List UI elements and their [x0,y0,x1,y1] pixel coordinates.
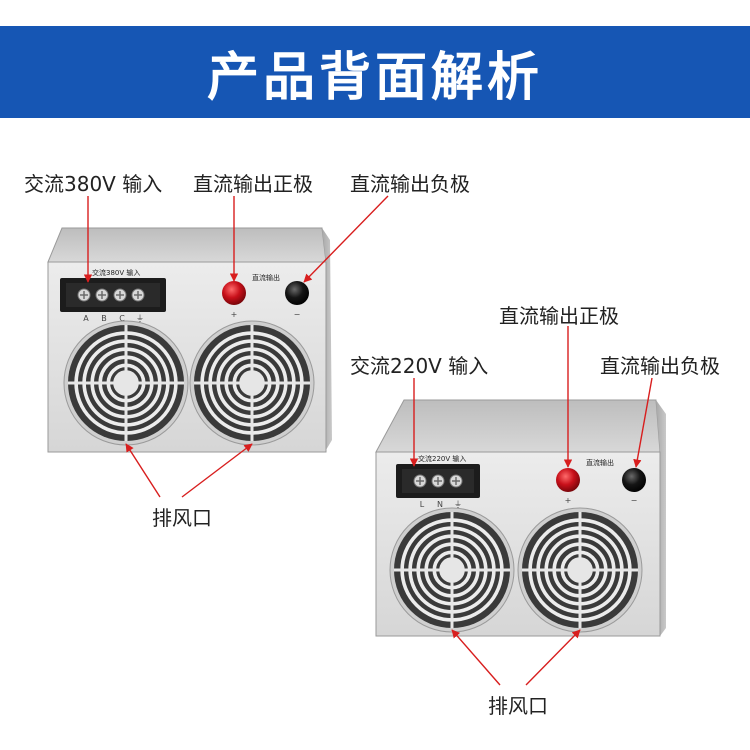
device-380-fan-right [189,320,315,446]
callout-220-exhaust-line-right [525,629,581,686]
callout-220-exhaust-line-left [451,629,501,686]
device-220-negative-knob [622,468,646,492]
device-220-minus-sign: − [631,496,638,505]
device-220-plus-sign: + [565,496,572,505]
device-220-terminal-1: N [437,500,443,509]
label-220-dc-negative: 直流输出负极 [600,354,720,378]
device-220-unit: 交流220V 输入 L N ⏚ 直流输出 + − [375,399,666,637]
callout-220-negative-line [633,377,653,468]
callout-380-negative-line [303,195,389,283]
device-380-positive-knob [222,281,246,305]
device-220-terminal-block: 交流220V 输入 L N ⏚ [396,454,480,509]
label-380-dc-positive: 直流输出正极 [193,172,313,196]
callout-380-exhaust-line-left [125,443,161,498]
device-380-plus-sign: + [231,310,238,319]
device-380-terminal-1: B [101,314,107,323]
label-220-exhaust: 排风口 [488,694,548,718]
device-380-terminal-0: A [83,314,89,323]
label-220-dc-positive: 直流输出正极 [499,304,619,328]
device-380-terminal-2: C [119,314,125,323]
page-title: 产品背面解析 [206,47,543,108]
device-380-fan-left [63,320,189,446]
device-220-positive-knob [556,468,580,492]
device-380-unit: 交流380V 输入 A B C ⏚ 直流输出 + − [47,227,332,453]
device-380-panel-output-label: 直流输出 [252,273,280,282]
device-220-terminal-2: ⏚ [454,500,462,509]
device-380-minus-sign: − [294,310,301,319]
device-220-panel-input-label: 交流220V 输入 [418,454,466,463]
label-ac220-input: 交流220V 输入 [350,354,489,378]
label-ac380-input: 交流380V 输入 [24,172,163,196]
device-220-panel-output-label: 直流输出 [586,458,614,467]
callout-lines [83,195,653,686]
label-380-exhaust: 排风口 [152,506,212,530]
device-380-negative-knob [285,281,309,305]
device-380-panel-input-label: 交流380V 输入 [92,268,140,277]
device-380-terminal-block: 交流380V 输入 A B C ⏚ [60,268,166,323]
callout-380-exhaust-line-right [181,443,253,498]
label-380-dc-negative: 直流输出负极 [350,172,470,196]
device-220-fan-left [389,507,515,633]
device-380-output-posts: 直流输出 + − [222,273,309,319]
device-220-fan-right [517,507,643,633]
device-380-terminal-3: ⏚ [136,314,144,323]
device-220-output-posts: 直流输出 + − [556,458,646,505]
header-banner: 产品背面解析 [0,26,750,118]
device-220-terminal-0: L [420,500,425,509]
